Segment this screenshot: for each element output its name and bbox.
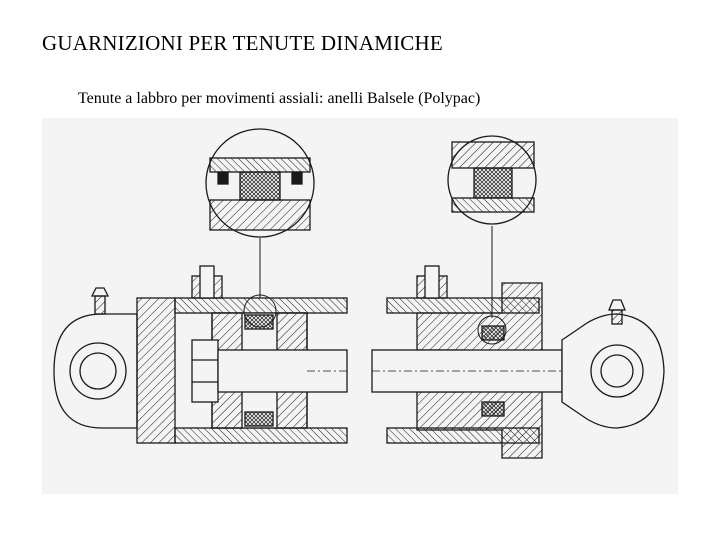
page-title: GUARNIZIONI PER TENUTE DINAMICHE [42, 31, 443, 55]
page-subtitle: Tenute a labbro per movimenti assiali: a… [78, 90, 481, 107]
left-cylinder [53, 128, 348, 444]
right-cylinder [371, 135, 665, 459]
cylinder-drawing [42, 118, 678, 494]
